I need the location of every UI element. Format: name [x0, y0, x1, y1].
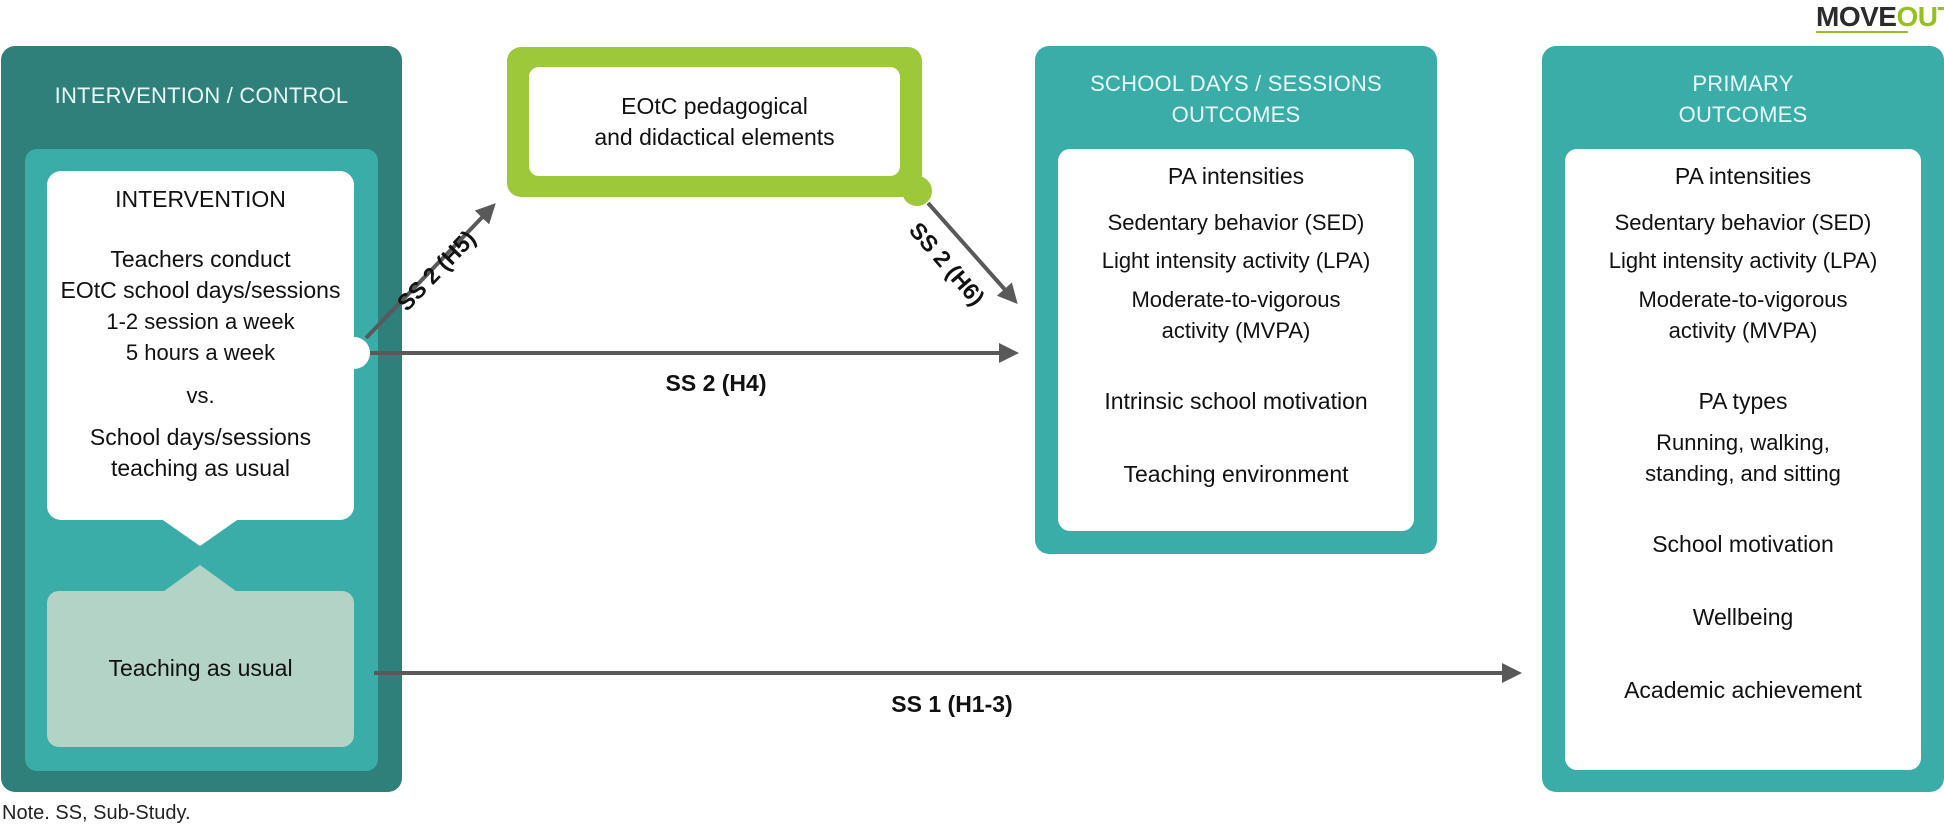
arrow-label-h1-3: SS 1 (H1-3)	[891, 691, 1012, 717]
academic-achievement-item: Academic achievement	[1624, 677, 1862, 703]
control-description: School days/sessions teaching as usual	[89, 424, 312, 481]
intervention-box: INTERVENTION Teachers conduct EOtC schoo…	[47, 171, 354, 520]
primary-outcomes-list: PA intensities Sedentary behavior (SED) …	[1565, 149, 1921, 770]
eotc-inner: EOtC pedagogical and didactical elements	[529, 67, 900, 176]
pa-types-item: Running, walking, standing, and sitting	[1645, 430, 1841, 486]
arrow-label-h5: SS 2 (H5)	[392, 225, 481, 316]
intervention-frequency: 1-2 session a week 5 hours a week	[106, 309, 295, 365]
pa-intensities-heading: PA intensities	[1167, 163, 1305, 189]
sed-item: Sedentary behavior (SED)	[1107, 210, 1365, 235]
intervention-description: Teachers conduct EOtC school days/sessio…	[60, 246, 341, 303]
school-days-outcomes-panel: SCHOOL DAYS / SESSIONS OUTCOMES PA inten…	[1035, 46, 1437, 554]
moveout-logo: MOVEOUT	[1816, 1, 1944, 33]
intervention-pointer	[160, 518, 240, 546]
control-connector-dot	[354, 657, 371, 691]
primary-mvpa-item: Moderate-to-vigorous activity (MVPA)	[1638, 287, 1848, 343]
lpa-item: Light intensity activity (LPA)	[1101, 248, 1371, 273]
primary-outcomes-panel: PRIMARY OUTCOMES PA intensities Sedentar…	[1542, 46, 1944, 792]
teaching-as-usual-label: Teaching as usual	[108, 655, 293, 681]
logo-text-out: OUT	[1896, 1, 1944, 32]
mvpa-item: Moderate-to-vigorous activity (MVPA)	[1131, 287, 1341, 343]
school-days-outcomes-title: SCHOOL DAYS / SESSIONS OUTCOMES	[1090, 71, 1382, 127]
intervention-heading: INTERVENTION	[115, 186, 286, 212]
logo-underline	[1816, 31, 1908, 33]
teaching-as-usual-box: Teaching as usual	[47, 591, 354, 747]
arrow-h6	[926, 201, 1018, 304]
arrow-label-h4: SS 2 (H4)	[666, 370, 767, 396]
eotc-connector-dot	[902, 176, 932, 206]
intervention-control-title: INTERVENTION / CONTROL	[54, 83, 349, 108]
intrinsic-motivation-item: Intrinsic school motivation	[1104, 388, 1368, 414]
school-motivation-item: School motivation	[1652, 531, 1834, 557]
versus-label: vs.	[186, 383, 215, 408]
arrow-label-h6: SS 2 (H6)	[904, 217, 990, 310]
wellbeing-item: Wellbeing	[1692, 604, 1794, 630]
teaching-environment-item: Teaching environment	[1123, 461, 1349, 487]
pa-types-heading: PA types	[1698, 388, 1788, 414]
logo-text-move: MOVE	[1816, 1, 1897, 32]
eotc-elements-box: EOtC pedagogical and didactical elements	[507, 47, 922, 197]
eotc-elements-label: EOtC pedagogical and didactical elements	[594, 93, 835, 150]
intervention-connector-dot	[354, 337, 370, 369]
primary-sed-item: Sedentary behavior (SED)	[1614, 210, 1872, 235]
arrow-h5	[364, 203, 496, 340]
school-days-outcomes-list: PA intensities Sedentary behavior (SED) …	[1058, 149, 1414, 531]
control-pointer	[160, 565, 240, 594]
footnote: Note. SS, Sub-Study.	[2, 802, 191, 824]
primary-pa-intensities-heading: PA intensities	[1674, 163, 1812, 189]
primary-lpa-item: Light intensity activity (LPA)	[1608, 248, 1878, 273]
primary-outcomes-title: PRIMARY OUTCOMES	[1678, 71, 1808, 127]
